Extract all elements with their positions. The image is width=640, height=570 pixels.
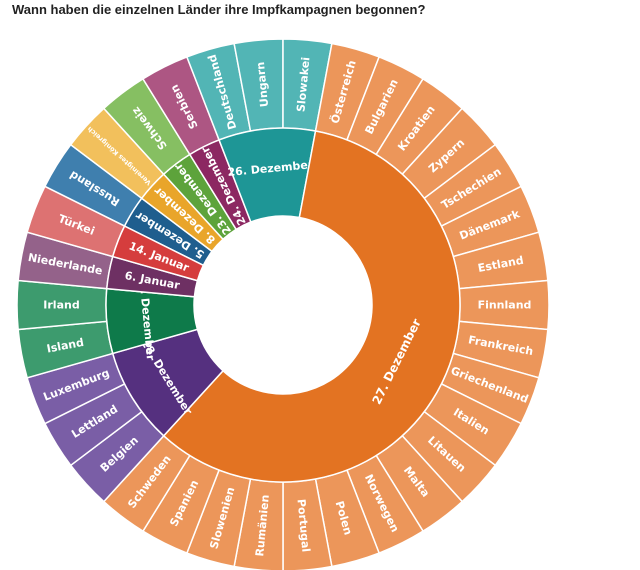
label-finnland: Finnland [478,299,532,312]
label-slowakei: Slowakei [294,56,312,112]
segment-27-dezember [162,130,461,483]
label-irland: Irland [43,299,79,312]
label-rumaenien: Rumänien [253,494,272,557]
segment-14-januar [111,225,205,282]
chart-title: Wann haben die einzelnen Länder ihre Imp… [12,2,426,17]
label-ungarn: Ungarn [254,61,271,107]
label-portugal: Portugal [295,498,313,552]
